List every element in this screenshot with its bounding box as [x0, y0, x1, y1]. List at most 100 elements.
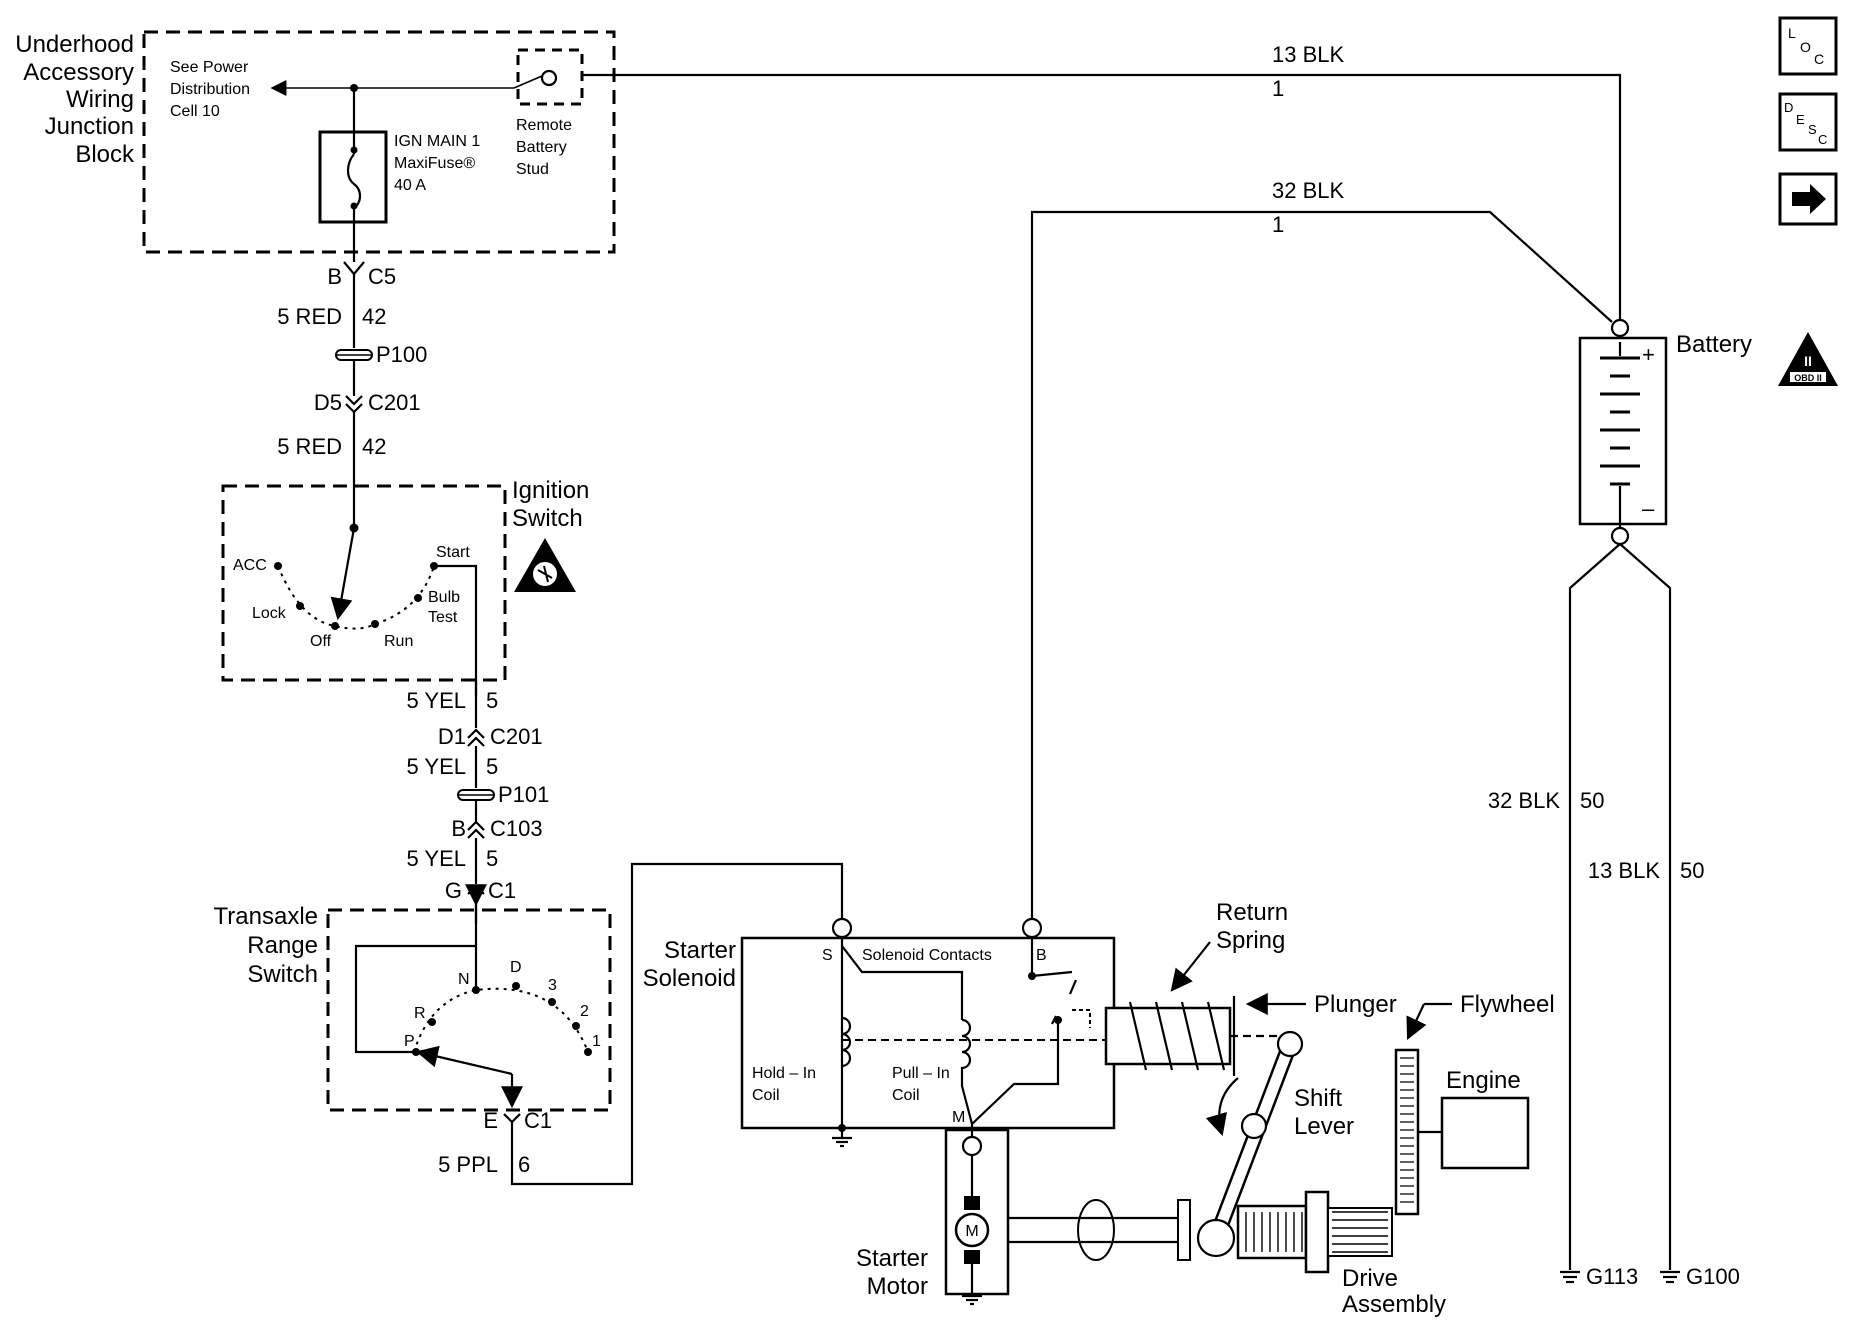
w6-circuit: 6 — [518, 1152, 530, 1177]
pull-in-coil-icon — [960, 1018, 974, 1125]
battery-plus: + — [1642, 342, 1655, 367]
desc-s: S — [1808, 122, 1817, 137]
terminal-b-label: B — [1036, 947, 1047, 964]
w7-color: 13 BLK — [1272, 42, 1344, 67]
c5-name: C5 — [368, 264, 396, 289]
feed-wire-chain: B C5 5 RED 42 P100 D5 C201 5 RED 42 — [277, 261, 427, 533]
junction-block-outline — [142, 30, 616, 254]
terminal-s[interactable] — [831, 917, 853, 939]
power-ref-1: See Power — [170, 59, 249, 76]
trs-pos-d: D — [510, 959, 522, 976]
p101-name: P101 — [498, 782, 549, 807]
c201-d5-connector-icon — [345, 395, 363, 414]
transaxle-title-1: Transaxle — [214, 903, 318, 930]
c103-name: C103 — [490, 816, 543, 841]
w10-circuit: 50 — [1680, 858, 1704, 883]
fuse-label-3: 40 A — [394, 177, 426, 194]
desc-d: D — [1784, 100, 1793, 115]
desc-e: E — [1796, 112, 1805, 127]
c201-d1-connector-icon — [467, 728, 485, 747]
transaxle-switch-outline — [326, 908, 612, 1112]
ignition-switch-title-2: Switch — [512, 505, 583, 532]
terminal-m[interactable] — [961, 1135, 983, 1157]
c1b-pin: E — [483, 1108, 498, 1133]
transaxle-title-3: Switch — [247, 961, 318, 988]
fuse-element-icon — [346, 153, 362, 209]
battery-minus: – — [1642, 496, 1655, 521]
desc-button[interactable]: D E S C — [1778, 92, 1838, 152]
w1-color: 5 RED — [277, 304, 342, 329]
motor-title-2: Motor — [867, 1273, 928, 1300]
ground-g100-icon — [1660, 1270, 1680, 1284]
fuse-label-1: IGN MAIN 1 — [394, 133, 480, 150]
battery-positive-terminal[interactable] — [1610, 318, 1630, 338]
battery-cables: 13 BLK 1 32 BLK 1 — [582, 42, 1622, 918]
transaxle-range-switch: Transaxle Range Switch N D 3 2 1 R P E C… — [214, 862, 844, 1186]
loc-button[interactable]: L O C — [1778, 16, 1838, 76]
terminal-b[interactable] — [1021, 917, 1043, 939]
terminal-s-label: S — [822, 947, 833, 964]
hold-in-label-1: Hold – In — [752, 1065, 816, 1082]
c1a-pin: G — [445, 878, 462, 903]
mechanical-assembly: Return Spring Plunger Flywheel Engine Sh… — [1104, 899, 1555, 1318]
ign-pos-bulb: Bulb — [428, 589, 460, 606]
drive-assembly-icon — [1236, 1204, 1308, 1260]
w3-circuit: 5 — [486, 688, 498, 713]
w8-color: 32 BLK — [1272, 178, 1344, 203]
junction-block-title-2: Accessory — [23, 59, 134, 86]
drive-assembly-label-2: Assembly — [1342, 1291, 1446, 1318]
loc-o: O — [1800, 39, 1811, 55]
junction-block-title-5: Block — [75, 141, 135, 168]
c201b-name: C201 — [490, 724, 543, 749]
trs-pos-2: 2 — [580, 1003, 589, 1020]
engine-icon — [1440, 1096, 1530, 1170]
return-spring-label-2: Spring — [1216, 927, 1285, 954]
shift-lever-pivot — [1276, 1030, 1304, 1058]
ign-pos-lock: Lock — [252, 605, 287, 622]
starter-solenoid: Starter Solenoid S B Solenoid Contacts H… — [643, 917, 1116, 1157]
ignition-switch-outline — [221, 484, 507, 682]
motor-housing — [944, 1128, 1010, 1296]
w9-color: 32 BLK — [1488, 788, 1560, 813]
c103-pin: B — [451, 816, 466, 841]
drive-assembly-label-1: Drive — [1342, 1265, 1398, 1292]
ground-g113-label: G113 — [1586, 1264, 1638, 1289]
loc-l: L — [1788, 25, 1796, 41]
shift-lever-label-2: Lever — [1294, 1113, 1354, 1140]
junction-block-title-3: Wiring — [66, 86, 134, 113]
ign-pos-acc: ACC — [233, 557, 267, 574]
pull-in-label-2: Coil — [892, 1087, 920, 1104]
trs-pos-3: 3 — [548, 977, 557, 994]
ign-pos-run: Run — [384, 633, 413, 650]
return-spring-icon — [1128, 1001, 1226, 1071]
flywheel-label: Flywheel — [1460, 991, 1555, 1018]
transaxle-arc — [413, 987, 589, 1053]
hold-in-coil-icon — [841, 1016, 852, 1068]
stud-label-1: Remote — [516, 117, 572, 134]
w6-color: 5 PPL — [438, 1152, 498, 1177]
remote-stud-terminal — [540, 69, 558, 87]
next-page-button[interactable] — [1778, 172, 1838, 226]
trs-pos-1: 1 — [592, 1033, 601, 1050]
trs-pos-p: P — [404, 1033, 415, 1050]
c1-g-connector-icon — [467, 884, 485, 895]
ground-cables: 32 BLK 50 13 BLK 50 G113 G100 — [1488, 543, 1740, 1289]
c201b-pin: D1 — [438, 724, 466, 749]
battery-label: Battery — [1676, 331, 1752, 358]
w5-color: 5 YEL — [406, 846, 466, 871]
solenoid-contacts-label: Solenoid Contacts — [862, 947, 992, 964]
fuse-label-2: MaxiFuse® — [394, 155, 475, 172]
stud-label-3: Stud — [516, 161, 549, 178]
transaxle-wiper[interactable] — [415, 1045, 513, 1076]
ignition-arc — [277, 565, 435, 630]
remote-battery-stud — [516, 48, 584, 106]
ignition-wiper[interactable] — [330, 527, 356, 621]
return-spring-label-1: Return — [1216, 899, 1288, 926]
c201a-pin: D5 — [314, 390, 342, 415]
junction-block-title-4: Junction — [45, 113, 134, 140]
trs-pos-r: R — [414, 1005, 426, 1022]
motor-symbol-icon — [954, 1212, 990, 1248]
obd-label: OBD II — [1794, 373, 1822, 383]
motor-symbol: M — [965, 1223, 978, 1240]
battery-negative-terminal[interactable] — [1610, 526, 1630, 546]
